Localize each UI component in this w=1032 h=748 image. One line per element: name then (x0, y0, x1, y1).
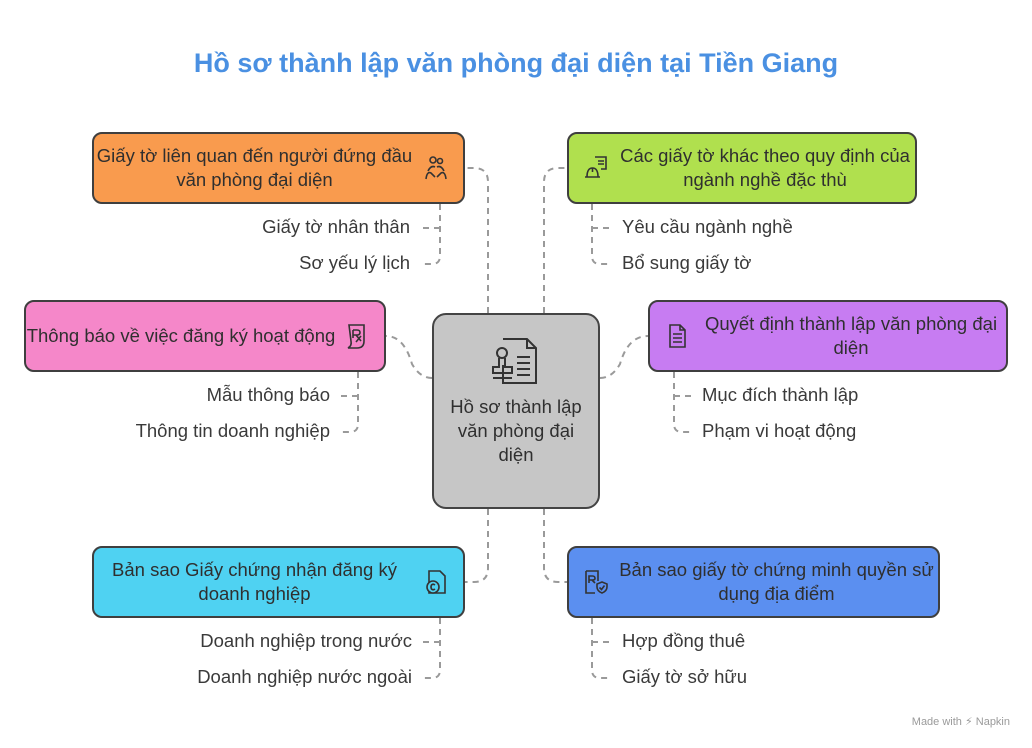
sub-item: Hợp đồng thuê (622, 630, 746, 651)
secure-document-icon (585, 570, 608, 594)
made-with-napkin: Made with ⚡ Napkin (911, 716, 1010, 728)
node-label: Các giấy tờ khác theo quy định của ngành… (620, 145, 910, 190)
sub-item: Yêu cầu ngành nghề (622, 216, 793, 237)
node-activity-registration-notice[interactable]: Thông báo về việc đăng ký hoạt động (24, 300, 386, 372)
node-label: Bản sao giấy tờ chứng minh quyền sử dụng… (619, 559, 934, 604)
node-site-usage-rights-copy[interactable]: Bản sao giấy tờ chứng minh quyền sử dụng… (567, 546, 940, 618)
sub-item: Thông tin doanh nghiệp (135, 420, 330, 441)
sub-item: Doanh nghiệp trong nước (200, 630, 412, 651)
sub-item: Giấy tờ sở hữu (622, 666, 748, 687)
central-node-label: Hồ sơ thành lập văn phòng đại diện (450, 396, 582, 465)
node-head-of-office-documents[interactable]: Giấy tờ liên quan đến người đứng đầu văn… (92, 132, 465, 204)
people-hands-icon (425, 156, 447, 180)
copyright-document-icon (426, 570, 446, 594)
node-label: Thông báo về việc đăng ký hoạt động (26, 325, 336, 346)
node-establishment-decision[interactable]: Quyết định thành lập văn phòng đại diện (648, 300, 1008, 372)
hardhat-checklist-icon (585, 156, 607, 178)
node-label: Giấy tờ liên quan đến người đứng đầu văn… (96, 145, 413, 190)
sub-item: Giấy tờ nhân thân (262, 216, 410, 237)
document-icon (669, 324, 686, 348)
sub-item: Mẫu thông báo (206, 384, 330, 405)
node-business-registration-copy[interactable]: Bản sao Giấy chứng nhận đăng ký doanh ng… (92, 546, 465, 618)
sub-item: Phạm vi hoạt động (702, 420, 857, 441)
central-node[interactable]: Hồ sơ thành lập văn phòng đại diện (432, 313, 600, 509)
stamped-document-icon (492, 338, 537, 384)
sub-item: Doanh nghiệp nước ngoài (197, 666, 412, 687)
sub-item: Sơ yếu lý lịch (299, 252, 410, 273)
diagram-title: Hồ sơ thành lập văn phòng đại diện tại T… (193, 48, 839, 78)
sub-item: Bổ sung giấy tờ (622, 252, 752, 273)
node-label: Quyết định thành lập văn phòng đại diện (704, 313, 998, 358)
node-special-industry-documents[interactable]: Các giấy tờ khác theo quy định của ngành… (567, 132, 917, 204)
node-label: Bản sao Giấy chứng nhận đăng ký doanh ng… (112, 559, 397, 604)
sub-item: Mục đích thành lập (702, 384, 859, 405)
prescription-icon (347, 324, 365, 349)
